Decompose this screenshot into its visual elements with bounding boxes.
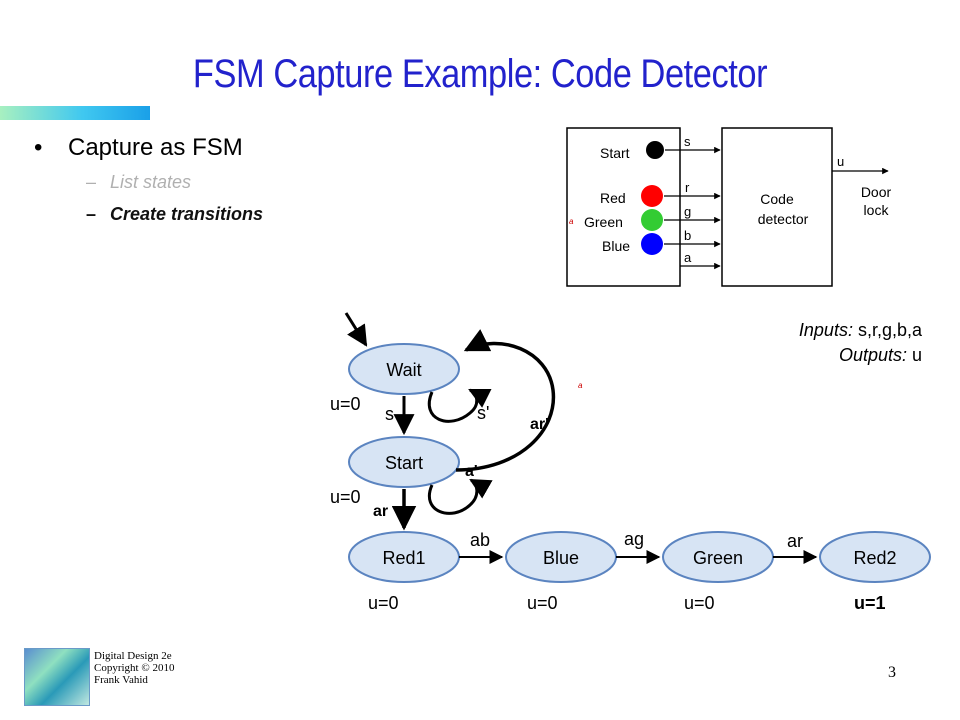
- bullet-list: Capture as FSM –List states –Create tran…: [34, 132, 263, 232]
- transition-wait-start-label: s: [385, 404, 394, 424]
- transition-start-self: [428, 478, 493, 515]
- button-panel-box: [566, 127, 681, 287]
- stray-mark: a: [578, 381, 583, 390]
- outputs-label: Outputs:: [839, 345, 907, 365]
- transition-wait-self: [427, 388, 492, 423]
- output-u-label: u: [837, 154, 844, 169]
- signal-r-label: r: [685, 180, 690, 195]
- code-detector-box: [721, 127, 833, 287]
- signal-a-label: a: [684, 250, 692, 265]
- bullet-sub-text: List states: [110, 172, 192, 192]
- blue-button-label: Blue: [602, 238, 630, 254]
- signal-s-label: s: [684, 134, 691, 149]
- output-start: u=0: [330, 487, 361, 507]
- transition-green-red2-label: ar: [787, 531, 803, 551]
- transition-blue-green-label: ag: [624, 529, 644, 549]
- start-button-label: Start: [600, 145, 630, 161]
- dash-glyph: –: [86, 172, 97, 192]
- inputs-text: Inputs: s,r,g,b,a: [799, 320, 923, 340]
- output-blue: u=0: [527, 593, 558, 613]
- transition-start-wait: [455, 329, 556, 472]
- fsm-diagram: Wait Start Red1 Blue Green Red2 s s' a' …: [330, 312, 931, 613]
- bullet-sub-list-states: –List states: [34, 168, 263, 200]
- state-wait: [348, 343, 460, 395]
- bullet-sub-text: Create transitions: [110, 204, 264, 224]
- bullet-sub-create-transitions: –Create transitions: [34, 200, 263, 232]
- output-green: u=0: [684, 593, 715, 613]
- title-accent-bar: [0, 106, 150, 120]
- outputs-text: Outputs: u: [839, 345, 922, 365]
- page-number: 3: [888, 664, 896, 681]
- green-button-label: Green: [584, 214, 623, 230]
- footer-line2: Copyright © 2010: [94, 662, 175, 674]
- transition-wait-self-label: s': [477, 403, 489, 423]
- signal-b-label: b: [684, 228, 691, 243]
- state-red2: [819, 531, 931, 583]
- code-detector-line1: Code: [760, 191, 794, 207]
- state-start-label: Start: [385, 453, 423, 473]
- transition-start-wait-label: ar': [530, 416, 549, 433]
- red-button-label: Red: [600, 190, 626, 206]
- output-wait: u=0: [330, 394, 361, 414]
- red-button-icon: [641, 185, 663, 207]
- state-wait-label: Wait: [386, 360, 421, 380]
- output-red1: u=0: [368, 593, 399, 613]
- slide-title: FSM Capture Example: Code Detector: [192, 52, 768, 96]
- stray-mark: a: [569, 217, 574, 226]
- outputs-value: u: [907, 345, 922, 365]
- state-blue-label: Blue: [543, 548, 579, 568]
- start-button-icon: [646, 141, 664, 159]
- transition-start-red1-label: ar: [373, 503, 388, 520]
- state-green-label: Green: [693, 548, 743, 568]
- inputs-value: s,r,g,b,a: [853, 320, 923, 340]
- code-detector-line2: detector: [758, 211, 809, 227]
- bullet-main: Capture as FSM: [34, 132, 263, 168]
- door-lock-line1: Door: [861, 184, 892, 200]
- dash-glyph: –: [86, 204, 97, 224]
- footer-line1: Digital Design 2e: [94, 650, 172, 662]
- block-diagram: Start Red Green Blue a s r g b a Code de…: [566, 127, 892, 287]
- signal-g-label: g: [684, 204, 691, 219]
- state-start: [348, 436, 460, 488]
- state-red1-label: Red1: [382, 548, 425, 568]
- footer-line3: Frank Vahid: [94, 674, 148, 686]
- initial-arrow: [344, 312, 368, 347]
- transition-start-self-label: a': [465, 463, 478, 480]
- green-button-icon: [641, 209, 663, 231]
- inputs-label: Inputs:: [799, 320, 853, 340]
- door-lock-line2: lock: [864, 202, 890, 218]
- book-logo: [24, 648, 90, 706]
- state-red2-label: Red2: [853, 548, 896, 568]
- footer-text: Digital Design 2e Copyright © 2010 Frank…: [94, 650, 174, 686]
- output-red2: u=1: [854, 593, 886, 613]
- blue-button-icon: [641, 233, 663, 255]
- transition-red1-blue-label: ab: [470, 530, 490, 550]
